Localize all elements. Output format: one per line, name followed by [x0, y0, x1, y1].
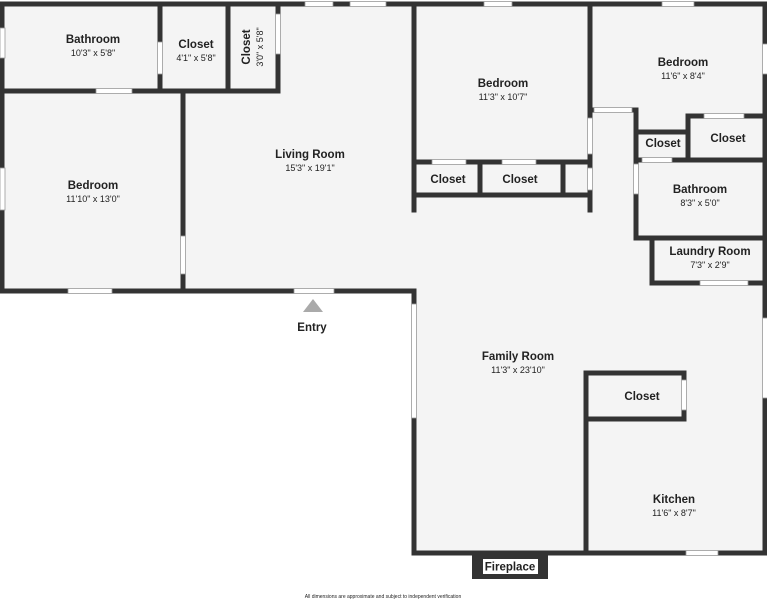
- door-opening: [431, 159, 467, 165]
- window: [349, 1, 387, 7]
- door-opening: [593, 107, 633, 113]
- door-opening: [703, 113, 745, 119]
- window: [0, 27, 6, 59]
- windows: [0, 1, 767, 556]
- room-dimensions: 3'0" x 5'8": [255, 27, 265, 66]
- room-name: Closet: [645, 138, 680, 150]
- window: [762, 43, 767, 75]
- room-name: Bedroom: [68, 180, 118, 192]
- fireplace: Fireplace: [472, 555, 548, 579]
- door-opening: [641, 157, 673, 163]
- room-name: Closet: [710, 133, 745, 145]
- room-dimensions: 11'10" x 13'0": [66, 194, 120, 204]
- room-name: Bathroom: [66, 34, 120, 46]
- entry-label: Entry: [297, 322, 327, 334]
- entry-arrow-icon: [303, 299, 323, 312]
- fireplace-label: Fireplace: [485, 562, 536, 574]
- door-opening: [501, 159, 537, 165]
- room-dimensions: 11'6" x 8'4": [661, 71, 705, 81]
- window: [762, 317, 767, 399]
- door-opening: [95, 88, 133, 94]
- door-opening: [681, 379, 687, 411]
- room-name: Laundry Room: [669, 246, 750, 258]
- door-opening: [633, 163, 639, 195]
- window: [661, 1, 695, 7]
- room-name: Closet: [502, 174, 537, 186]
- room-dimensions: 11'3" x 23'10": [491, 365, 545, 375]
- room-dimensions: 11'6" x 8'7": [652, 508, 696, 518]
- room-name: Closet: [241, 29, 253, 64]
- window: [67, 288, 113, 294]
- room-name: Closet: [178, 39, 213, 51]
- room-dimensions: 15'3" x 19'1": [285, 163, 334, 173]
- room-name: Bathroom: [673, 184, 727, 196]
- room-dimensions: 7'3" x 2'9": [690, 260, 729, 270]
- room-name: Closet: [624, 391, 659, 403]
- window: [0, 167, 6, 211]
- window: [483, 1, 513, 7]
- room-name: Bedroom: [478, 78, 528, 90]
- door-opening: [157, 41, 163, 75]
- window: [304, 1, 334, 7]
- room-name: Family Room: [482, 351, 554, 363]
- disclaimer-text: All dimensions are approximate and subje…: [305, 594, 462, 600]
- room-name: Living Room: [275, 149, 345, 161]
- door-opening: [275, 13, 281, 55]
- room-dimensions: 4'1" x 5'8": [176, 53, 215, 63]
- room-dimensions: 10'3" x 5'8": [71, 48, 115, 58]
- room-name: Bedroom: [658, 57, 708, 69]
- window: [685, 550, 719, 556]
- door-opening: [699, 280, 749, 286]
- room-dimensions: 8'3" x 5'0": [680, 198, 719, 208]
- room-labels: Bathroom 10'3" x 5'8" Closet 4'1" x 5'8"…: [66, 27, 751, 518]
- door-opening: [411, 303, 417, 419]
- door-opening: [293, 288, 335, 294]
- room-name: Closet: [430, 174, 465, 186]
- door-opening: [587, 117, 593, 155]
- room-dimensions: 11'3" x 10'7": [479, 92, 528, 102]
- door-opening: [180, 235, 186, 275]
- door-opening: [587, 167, 593, 191]
- room-name: Kitchen: [653, 494, 695, 506]
